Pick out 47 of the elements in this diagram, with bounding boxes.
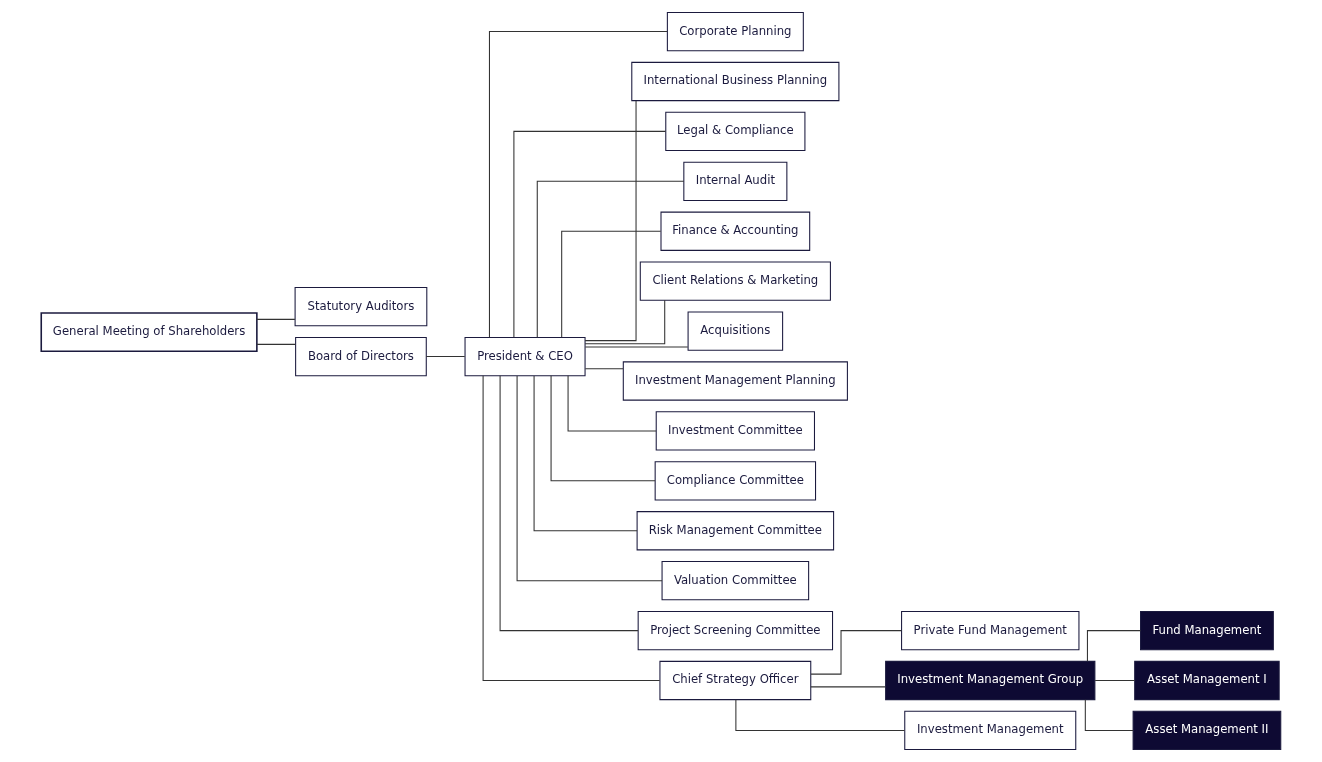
node-box: Investment Management xyxy=(904,710,1077,751)
node-box: General Meeting of Shareholders xyxy=(40,312,258,353)
connector xyxy=(584,100,637,342)
connector xyxy=(810,630,902,675)
node-box: Investment Management Group xyxy=(885,660,1096,701)
node-box: Client Relations & Marketing xyxy=(639,261,831,301)
node-box: Project Screening Committee xyxy=(637,610,834,651)
connector xyxy=(561,230,662,338)
connector xyxy=(584,346,689,348)
connector xyxy=(513,130,667,338)
connector xyxy=(488,31,668,338)
connector xyxy=(516,375,663,582)
connector xyxy=(499,375,639,632)
connector xyxy=(1084,699,1134,731)
connector xyxy=(550,375,656,482)
connector xyxy=(482,375,661,682)
node-box: Chief Strategy Officer xyxy=(659,660,812,701)
connector xyxy=(1086,630,1142,662)
node-box: Board of Directors xyxy=(295,336,427,377)
connector xyxy=(425,356,466,358)
node-box: Investment Management Planning xyxy=(622,361,848,401)
node-box: Fund Management xyxy=(1140,610,1274,651)
connector xyxy=(536,180,685,338)
node-box: Internal Audit xyxy=(683,161,788,201)
connector xyxy=(584,299,666,345)
connector xyxy=(533,375,638,532)
node-box: Asset Management I xyxy=(1134,660,1280,701)
connector xyxy=(567,375,657,432)
node-box: Corporate Planning xyxy=(666,11,804,52)
node-box: Investment Committee xyxy=(655,411,815,451)
node-box: Compliance Committee xyxy=(654,461,817,501)
node-box: Finance & Accounting xyxy=(660,211,811,251)
connector xyxy=(256,343,297,345)
connector xyxy=(584,368,624,370)
node-box: Risk Management Committee xyxy=(636,511,835,551)
node-box: Legal & Compliance xyxy=(665,111,806,152)
node-box: Statutory Auditors xyxy=(294,287,428,327)
node-box: Acquisitions xyxy=(687,311,784,351)
connector xyxy=(735,699,905,731)
node-box: President & CEO xyxy=(464,336,586,377)
node-box: Asset Management II xyxy=(1132,710,1282,751)
connector xyxy=(810,686,886,688)
connector xyxy=(256,318,296,320)
connector xyxy=(1094,680,1136,682)
node-box: International Business Planning xyxy=(631,61,840,102)
node-box: Private Fund Management xyxy=(901,610,1080,651)
node-box: Valuation Committee xyxy=(661,561,810,601)
